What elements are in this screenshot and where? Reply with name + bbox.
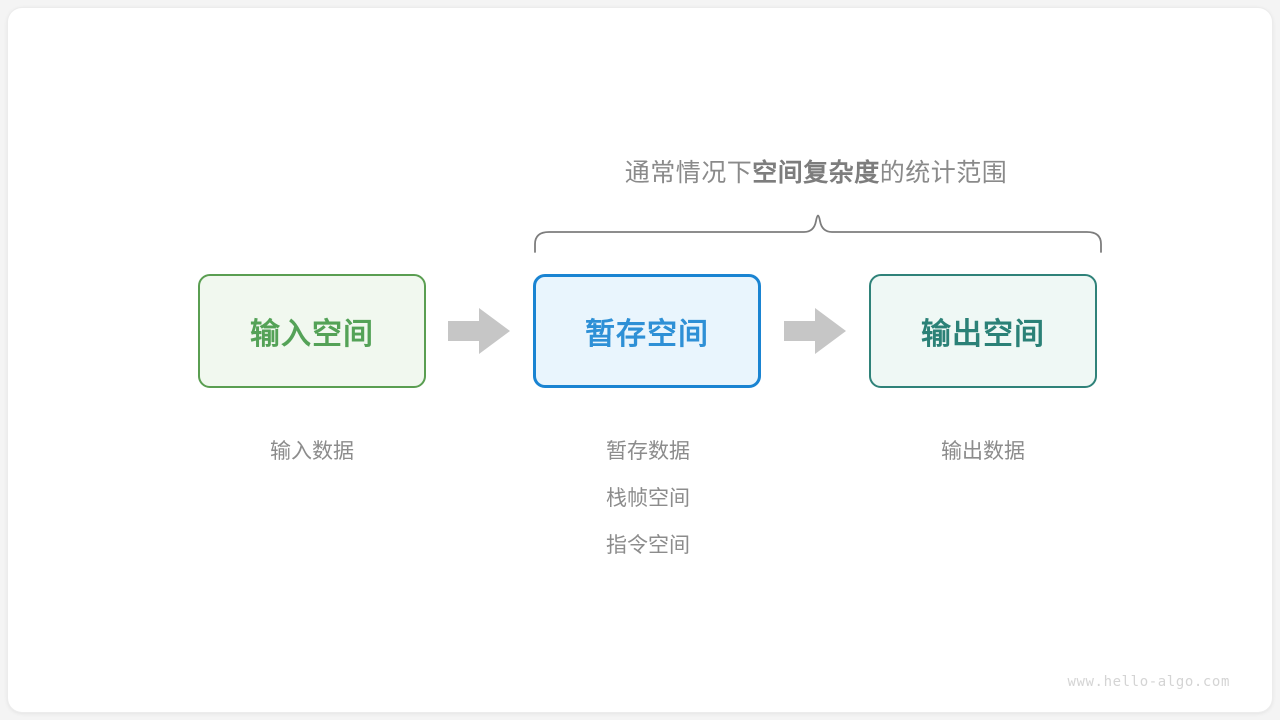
box-buffer-space-label: 暂存空间 [585, 318, 709, 351]
box-buffer-space[interactable]: 暂存空间 [533, 274, 761, 388]
caption-column-buffer: 暂存数据 栈帧空间 指令空间 [508, 428, 788, 569]
diagram-card: 通常情况下空间复杂度的统计范围 输入空间 暂存空间 输出空间 输入数据 暂存数据 [8, 8, 1272, 712]
scope-title-prefix: 通常情况下 [624, 159, 753, 187]
caption-column-input: 输入数据 [172, 428, 452, 475]
caption-output-data: 输出数据 [941, 440, 1025, 463]
caption-stack-frame-space: 栈帧空间 [606, 487, 690, 510]
scope-brace-icon [534, 214, 1102, 253]
caption-buffer-data: 暂存数据 [606, 440, 690, 463]
box-output-space[interactable]: 输出空间 [869, 274, 1097, 388]
box-input-space-label: 输入空间 [250, 318, 374, 351]
caption-column-output: 输出数据 [843, 428, 1123, 475]
scope-title-emphasis: 空间复杂度 [752, 159, 880, 187]
scope-title-suffix: 的统计范围 [879, 159, 1008, 187]
caption-input-data: 输入数据 [270, 440, 354, 463]
flow-arrow-2-icon [784, 308, 846, 354]
box-output-space-label: 输出空间 [921, 318, 1045, 351]
flow-arrow-1-icon [448, 308, 510, 354]
scope-title: 通常情况下空间复杂度的统计范围 [533, 153, 1099, 189]
watermark: www.hello-algo.com [1067, 674, 1230, 690]
caption-instruction-space: 指令空间 [606, 534, 690, 557]
box-input-space[interactable]: 输入空间 [198, 274, 426, 388]
